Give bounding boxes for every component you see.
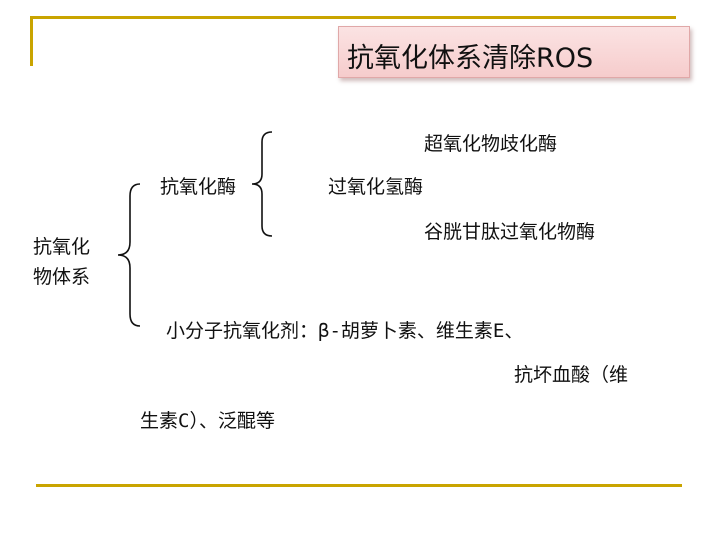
title-box: 抗氧化体系清除ROS [338, 26, 690, 78]
left-rule [30, 16, 33, 66]
small-molecule-line3: 生素C）、泛醌等 [140, 410, 275, 432]
root-brace [117, 183, 141, 327]
small-molecule-line2: 抗坏血酸（维 [514, 364, 629, 386]
enzyme-label: 抗氧化酶 [160, 176, 237, 198]
top-rule [30, 16, 676, 19]
root-label-line2: 物体系 [33, 266, 91, 288]
enzyme-item-sod: 超氧化物歧化酶 [424, 133, 558, 155]
slide-title: 抗氧化体系清除ROS [347, 43, 594, 74]
enzyme-item-gpx: 谷胱甘肽过氧化物酶 [424, 221, 596, 243]
small-molecule-line1: 小分子抗氧化剂：β-胡萝卜素、维生素E、 [166, 320, 524, 342]
bottom-rule [36, 484, 682, 487]
root-label-line1: 抗氧化 [33, 236, 91, 258]
enzyme-brace [251, 131, 273, 237]
enzyme-item-catalase: 过氧化氢酶 [328, 176, 424, 198]
